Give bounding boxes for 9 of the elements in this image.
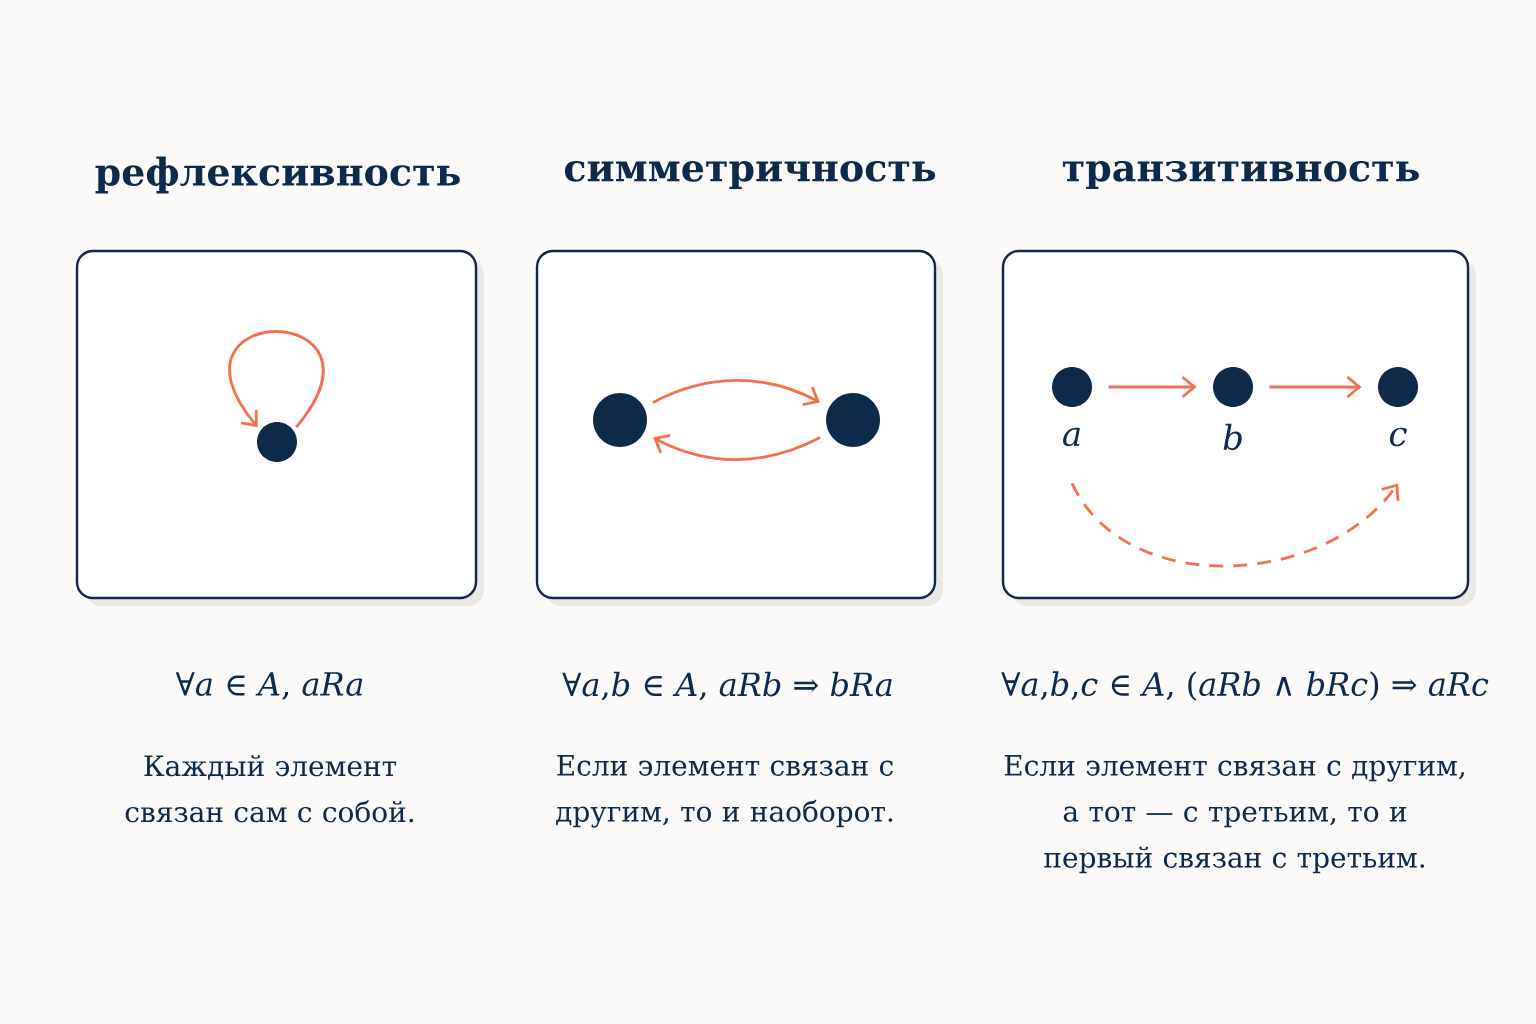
formula: ∀a,b ∈ A, aRb ⇒ bRa bbox=[562, 671, 892, 701]
formula: ∀a ∈ A, aRa bbox=[175, 672, 363, 700]
formula: ∀a,b,c ∈ A, (aRb ∧ bRc) ⇒ aRc bbox=[1001, 671, 1489, 701]
heading: рефлексивность bbox=[95, 156, 460, 194]
heading: симметричность bbox=[564, 160, 936, 190]
description-text: Каждый элемент связан сам с собой. bbox=[125, 755, 414, 823]
description-text: Если элемент связан с другим, а тот — с третьим, то и первый связан с третьим. bbox=[1004, 755, 1465, 874]
description-text: Если элемент связан с другим, то и наоборот. bbox=[556, 755, 893, 828]
heading: транзитивность bbox=[1062, 160, 1419, 190]
